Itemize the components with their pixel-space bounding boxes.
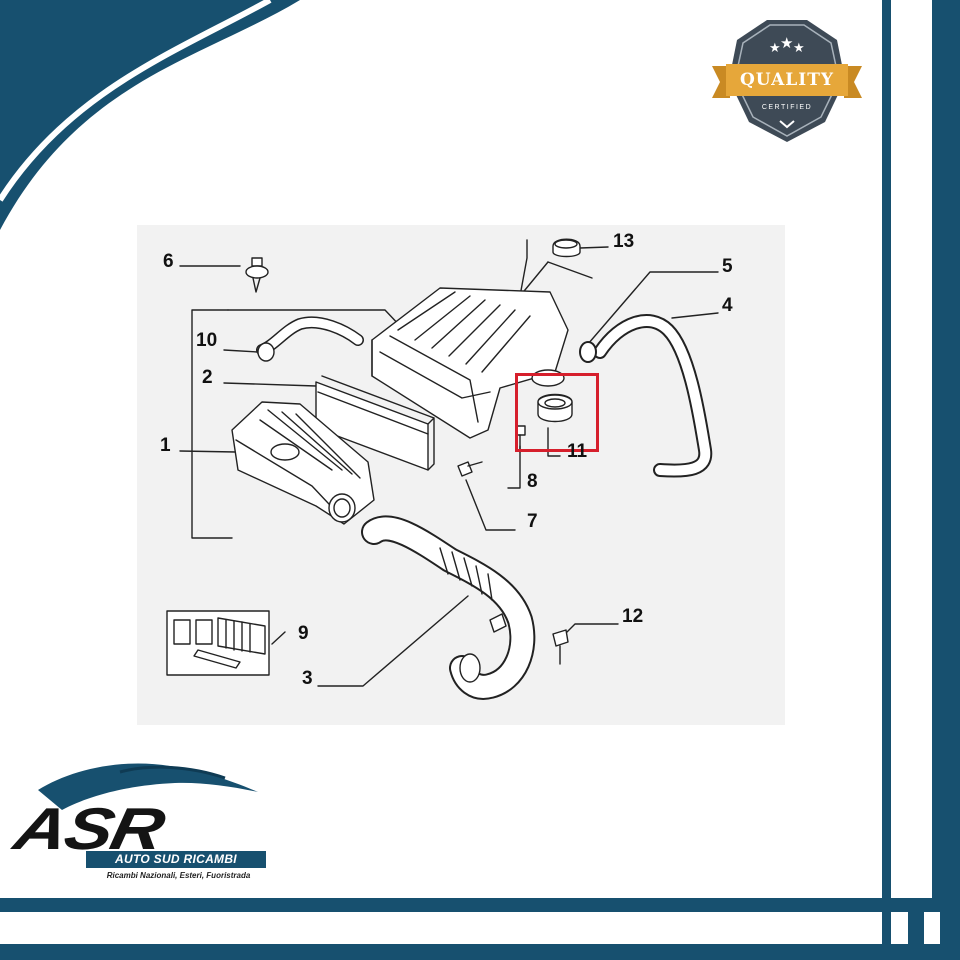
callout-9: 9 bbox=[298, 623, 309, 644]
highlighted-part-frame bbox=[515, 373, 599, 452]
quality-certified-badge: ★ ★ ★ QUALITY CERTIFIED bbox=[712, 18, 862, 144]
callout-5: 5 bbox=[722, 256, 733, 277]
callout-10: 10 bbox=[196, 330, 218, 351]
callout-12: 12 bbox=[622, 606, 644, 627]
badge-quality-label: QUALITY bbox=[740, 70, 834, 90]
brand-tagline: Ricambi Nazionali, Esteri, Fuoristrada bbox=[106, 871, 251, 880]
badge-shape: ★ ★ ★ bbox=[712, 20, 862, 142]
callout-11: 11 bbox=[567, 441, 588, 462]
chevron-down-icon bbox=[779, 120, 795, 129]
brand-name: AUTO SUD RICAMBI bbox=[115, 852, 237, 866]
badge-certified-label: CERTIFIED bbox=[761, 104, 813, 111]
callout-13: 13 bbox=[613, 231, 635, 252]
star-icon: ★ bbox=[793, 41, 805, 56]
callout-6: 6 bbox=[163, 251, 174, 272]
callout-7: 7 bbox=[527, 511, 538, 532]
star-icon: ★ bbox=[769, 41, 781, 56]
callout-1: 1 bbox=[160, 435, 171, 456]
star-icon: ★ bbox=[780, 34, 793, 52]
callout-4: 4 bbox=[722, 295, 733, 316]
callout-8: 8 bbox=[527, 471, 538, 492]
asr-name-bar bbox=[86, 851, 266, 868]
callout-3: 3 bbox=[302, 668, 313, 689]
callout-2: 2 bbox=[202, 367, 213, 388]
